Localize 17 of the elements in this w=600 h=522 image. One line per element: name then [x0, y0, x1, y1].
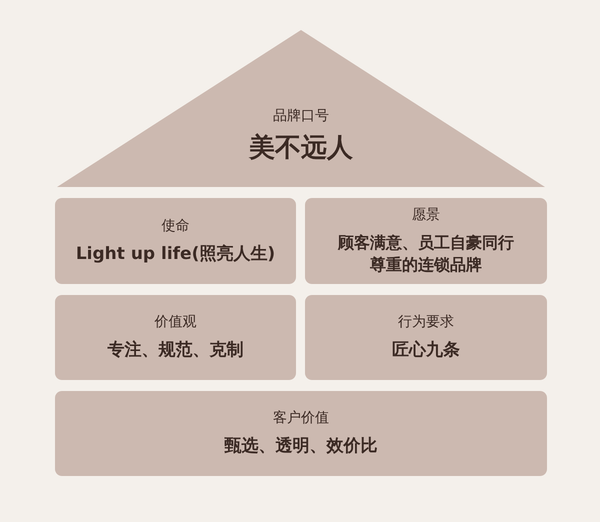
info-card [305, 198, 547, 284]
card-text: 甄选、透明、效价比 [224, 435, 378, 458]
card-heading: 客户价值 [273, 409, 329, 428]
info-card [55, 295, 296, 380]
card-text: 匠心九条 [392, 339, 460, 362]
info-card [55, 198, 296, 284]
card-text: Light up life(照亮人生) [76, 242, 276, 266]
info-card [55, 391, 547, 476]
card-text: 顾客满意、员工自豪同行尊重的连锁品牌 [336, 232, 515, 276]
roof-heading: 品牌口号 [273, 108, 329, 124]
card-heading: 价值观 [154, 313, 196, 332]
card-heading: 行为要求 [398, 313, 454, 332]
card-text: 专注、规范、克制 [108, 339, 244, 362]
card-heading: 愿景 [412, 206, 440, 224]
slogan-text: 美不远人 [249, 133, 353, 163]
info-card [305, 295, 547, 380]
card-heading: 使命 [162, 216, 190, 235]
